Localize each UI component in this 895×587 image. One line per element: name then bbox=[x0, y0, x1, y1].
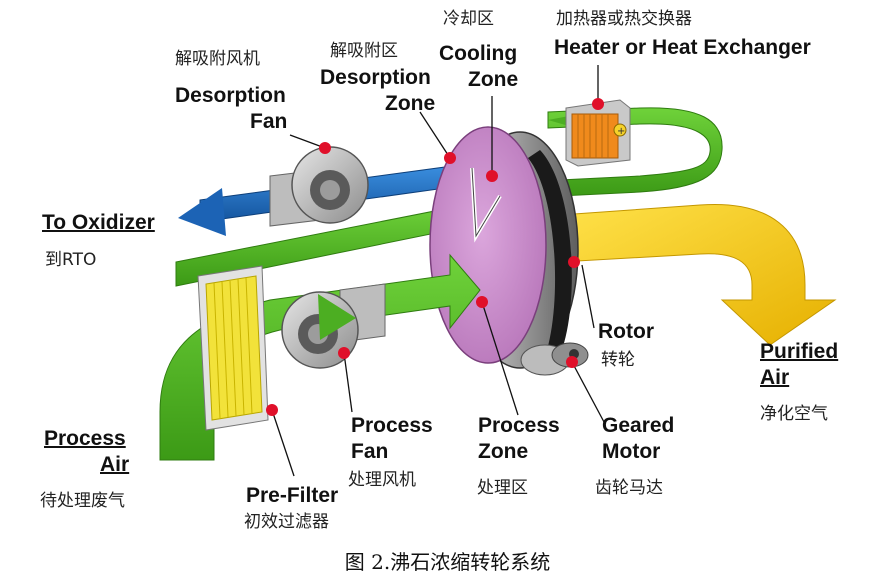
callouts bbox=[271, 65, 605, 477]
geared-motor-label-zh: 齿轮马达 bbox=[595, 478, 663, 498]
figure-caption: 图 2.沸石浓缩转轮系统 bbox=[344, 550, 551, 574]
to-oxidizer-label-zh: 到RTO bbox=[45, 250, 97, 270]
purified-air-label-en-2: Air bbox=[760, 366, 790, 389]
process-fan-label-en-1: Process bbox=[351, 414, 433, 437]
desorption-zone-label-en-1: Desorption bbox=[320, 66, 431, 89]
to-oxidizer-label-en: To Oxidizer bbox=[42, 211, 155, 234]
desorption-zone-label-zh: 解吸附区 bbox=[330, 41, 398, 61]
pre-filter-label-zh: 初效过滤器 bbox=[244, 512, 329, 532]
process-fan-label-en-2: Fan bbox=[351, 440, 389, 463]
process-zone-label-en-1: Process bbox=[478, 414, 560, 437]
pre-filter bbox=[197, 265, 269, 431]
desorption-fan-label-zh: 解吸附风机 bbox=[175, 49, 260, 69]
callout-dots bbox=[266, 98, 604, 416]
cooling-zone-label-en-1: Cooling bbox=[439, 42, 518, 65]
purified-air-duct bbox=[559, 203, 837, 346]
cooling-zone-label-zh: 冷却区 bbox=[443, 9, 494, 29]
geared-motor-label-en-1: Geared bbox=[602, 414, 675, 437]
rotor bbox=[429, 126, 579, 372]
desorption-fan-label-en-2: Fan bbox=[250, 110, 288, 133]
process-air-label-en-2: Air bbox=[100, 453, 130, 476]
process-zone-label-en-2: Zone bbox=[478, 440, 529, 463]
process-zone-label-zh: 处理区 bbox=[477, 478, 528, 498]
process-fan bbox=[281, 283, 386, 369]
rotor-label-zh: 转轮 bbox=[601, 350, 635, 370]
heater: + bbox=[565, 99, 631, 167]
desorption-fan bbox=[269, 146, 369, 227]
process-air-label-en-1: Process bbox=[44, 427, 126, 450]
process-air-label-zh: 待处理废气 bbox=[40, 491, 125, 511]
geared-motor-label-en-2: Motor bbox=[602, 440, 661, 463]
svg-text:+: + bbox=[617, 126, 625, 137]
rotor-label-en: Rotor bbox=[598, 320, 654, 343]
desorption-fan-label-en-1: Desorption bbox=[175, 84, 286, 107]
cooling-zone-label-en-2: Zone bbox=[468, 68, 519, 91]
purified-air-label-zh: 净化空气 bbox=[760, 404, 828, 424]
pre-filter-label-en: Pre-Filter bbox=[246, 484, 339, 507]
heater-label-zh: 加热器或热交换器 bbox=[556, 9, 692, 29]
geared-motor bbox=[520, 342, 589, 376]
purified-air-label-en-1: Purified bbox=[760, 340, 839, 363]
desorption-zone-label-en-2: Zone bbox=[385, 92, 436, 115]
process-fan-label-zh: 处理风机 bbox=[348, 470, 416, 490]
heater-label-en: Heater or Heat Exchanger bbox=[554, 36, 811, 59]
